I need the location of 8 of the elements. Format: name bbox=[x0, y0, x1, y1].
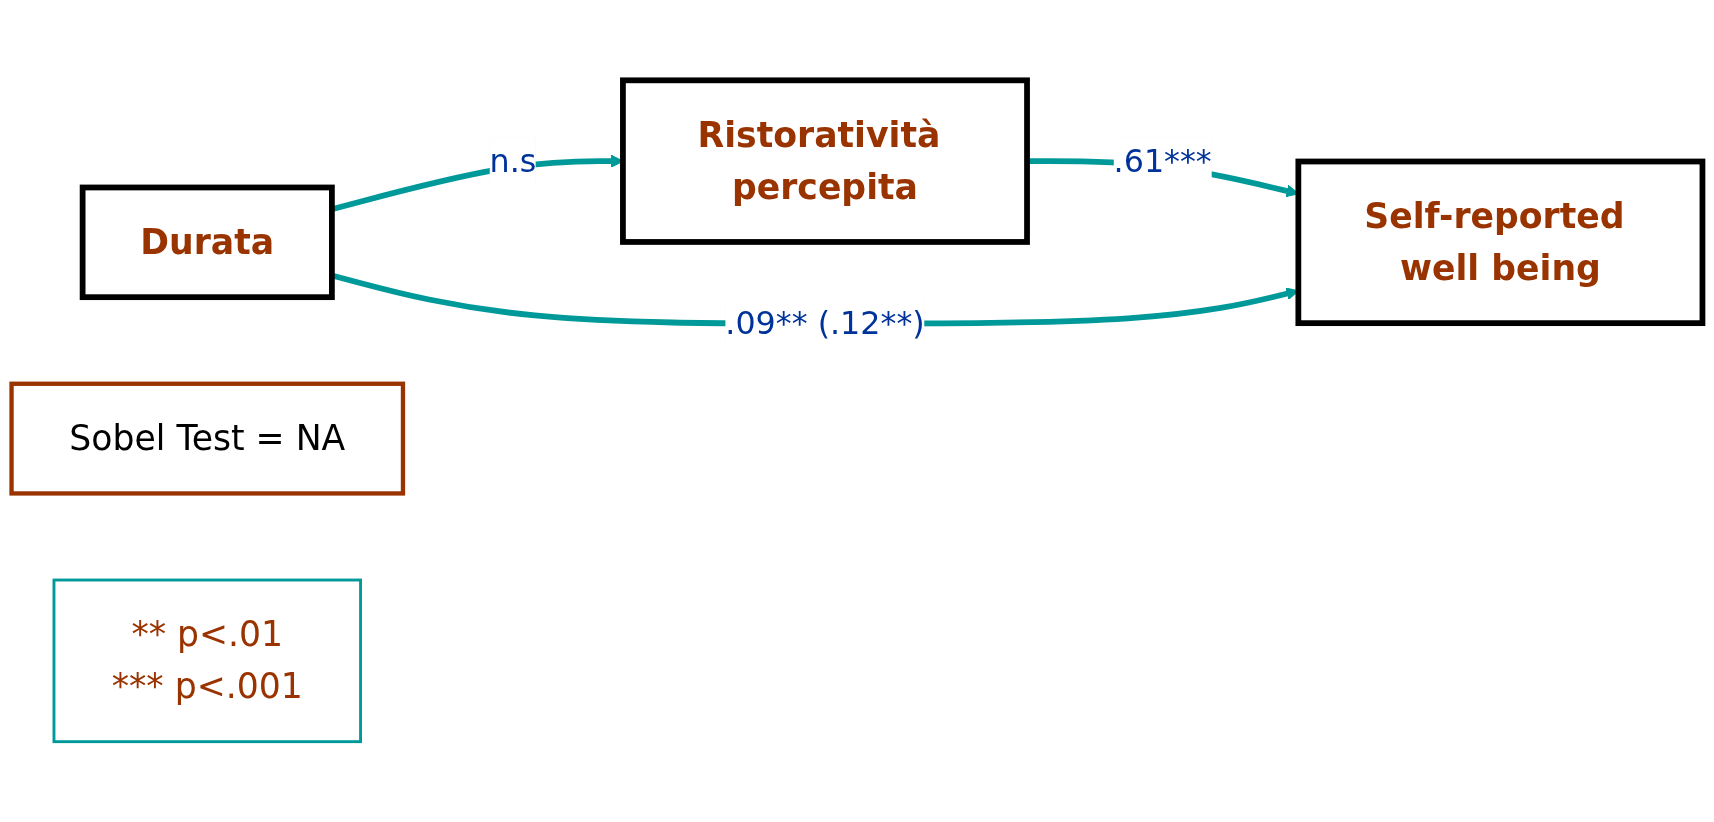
edge-label: n.s bbox=[489, 143, 537, 180]
node-box: ** p<.01 *** p<.001 bbox=[52, 578, 362, 744]
node-box: Durata bbox=[79, 184, 335, 301]
edge-label: .09** (.12**) bbox=[725, 305, 925, 342]
node-box: Self-reported well being bbox=[1295, 158, 1706, 327]
node-box: Sobel Test = NA bbox=[9, 381, 406, 496]
node-box: Ristoratività percepita bbox=[620, 77, 1030, 245]
edge-label: .61*** bbox=[1113, 143, 1212, 180]
